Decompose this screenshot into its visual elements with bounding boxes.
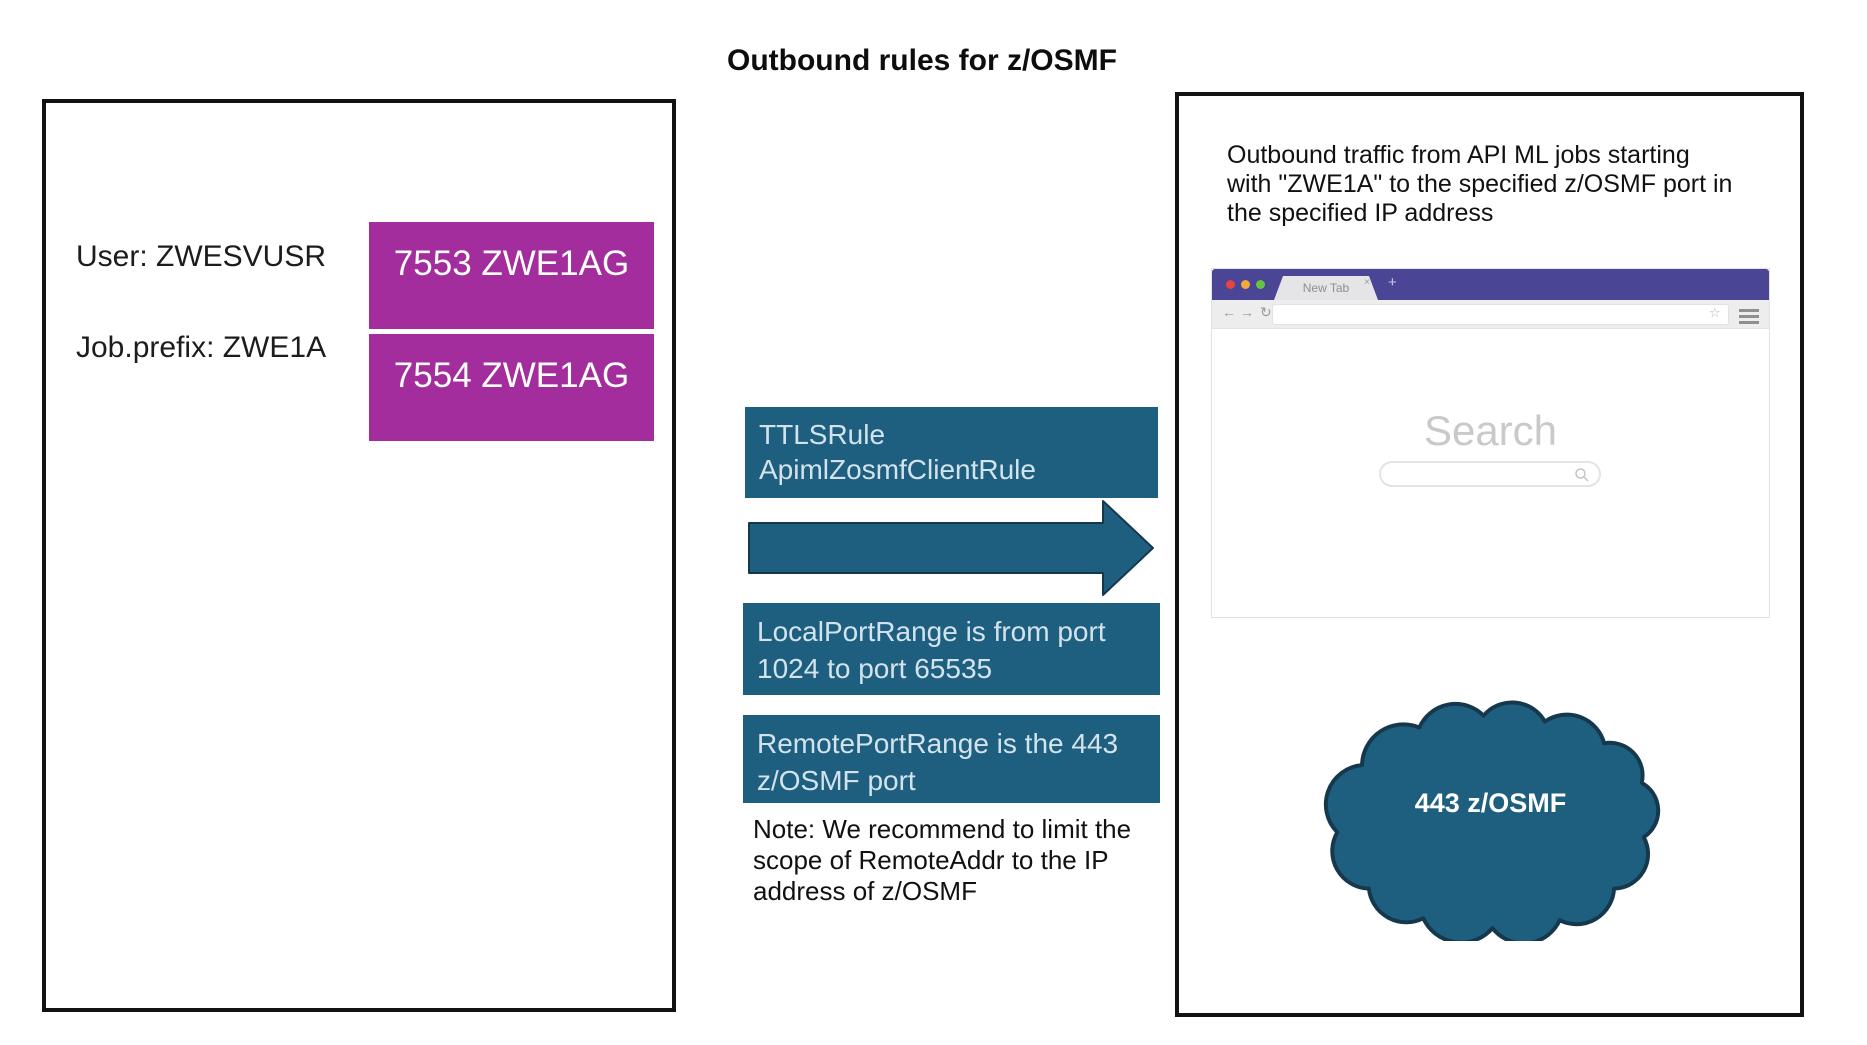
browser-window: New Tab × + ← → ↻ ☆ Search — [1212, 269, 1769, 617]
search-icon — [1575, 468, 1589, 482]
bookmark-star-icon[interactable]: ☆ — [1709, 305, 1721, 320]
port-box-7554: 7554 ZWE1AG — [369, 334, 654, 441]
close-window-icon[interactable] — [1226, 280, 1235, 289]
job-prefix-label: Job.prefix: ZWE1A — [76, 331, 327, 364]
search-input[interactable] — [1379, 461, 1601, 487]
outbound-traffic-panel: Outbound traffic from API ML jobs starti… — [1175, 92, 1804, 1017]
cloud-port-label: 443 z/OSMF — [1414, 788, 1567, 818]
browser-toolbar: ← → ↻ ☆ — [1212, 300, 1769, 329]
zosmf-cloud: 443 z/OSMF — [1309, 684, 1672, 941]
menu-icon[interactable] — [1739, 309, 1759, 327]
port-box-7553: 7553 ZWE1AG — [369, 222, 654, 329]
note-text: Note: We recommend to limit the scope of… — [753, 814, 1132, 906]
outbound-description: Outbound traffic from API ML jobs starti… — [1227, 141, 1733, 227]
new-tab-button[interactable]: + — [1388, 274, 1397, 291]
browser-tab-new-tab[interactable]: New Tab — [1274, 276, 1378, 300]
ttls-rule-box: TTLSRule ApimlZosmfClientRule — [745, 407, 1158, 498]
local-port-range-box: LocalPortRange is from port 1024 to port… — [743, 603, 1160, 695]
address-bar[interactable] — [1272, 304, 1729, 325]
browser-titlebar: New Tab × + — [1212, 269, 1769, 300]
reload-icon[interactable]: ↻ — [1260, 304, 1272, 320]
forward-icon[interactable]: → — [1240, 304, 1254, 320]
page-title: Outbound rules for z/OSMF — [727, 44, 1117, 77]
maximize-window-icon[interactable] — [1256, 280, 1265, 289]
tab-close-icon[interactable]: × — [1364, 277, 1370, 288]
search-heading: Search — [1423, 407, 1558, 454]
minimize-window-icon[interactable] — [1241, 280, 1250, 289]
flow-arrow — [748, 500, 1154, 596]
user-label: User: ZWESVUSR — [76, 240, 327, 273]
back-icon[interactable]: ← — [1222, 304, 1236, 320]
jobs-panel: User: ZWESVUSR Job.prefix: ZWE1A 7553 ZW… — [42, 99, 676, 1012]
remote-port-range-box: RemotePortRange is the 443 z/OSMF port — [743, 715, 1160, 803]
